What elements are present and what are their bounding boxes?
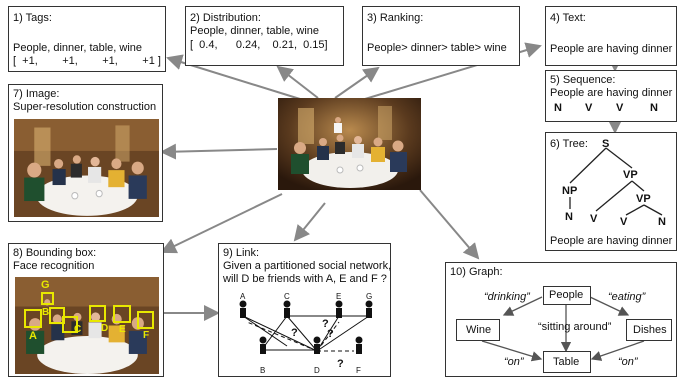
- tree-node-n: N: [565, 211, 573, 223]
- arrow-to-image: [160, 143, 278, 160]
- graph-edge-label-eating: “eating”: [608, 291, 646, 303]
- image-title: 7) Image:: [13, 88, 60, 100]
- text-title: 4) Text:: [550, 12, 586, 24]
- panel-sequence: 5) Sequence: People are having dinner N …: [545, 70, 677, 122]
- panel-tags: 1) Tags: People, dinner, table, wine [ +…: [8, 6, 166, 72]
- bbox-title: 8) Bounding box:: [13, 247, 97, 259]
- link-question-mark: ?: [322, 318, 329, 330]
- graph-edges: [481, 296, 645, 362]
- link-node-label: C: [284, 292, 290, 301]
- ranking-line1: People> dinner> table> wine: [367, 42, 507, 54]
- sequence-tag: N: [650, 102, 658, 114]
- arrow-to-bbox: [160, 193, 283, 254]
- graph-node-dishes-label: Dishes: [633, 324, 667, 336]
- tree-edges: [569, 147, 663, 216]
- bbox-label: G: [41, 279, 50, 291]
- graph-node-people-label: People: [549, 289, 584, 301]
- sequence-title: 5) Sequence:: [550, 74, 616, 86]
- graph-edge-label-on: “on”: [504, 356, 524, 368]
- panel-tree: 6) Tree: S VP NP VP N V V N People are h…: [545, 132, 677, 251]
- panel-link: 9) Link: Given a partitioned social netw…: [218, 243, 391, 377]
- text-line1: People are having dinner: [550, 43, 673, 55]
- panel-bounding-box: 8) Bounding box: Face recognition: [8, 243, 164, 377]
- central-photo: [278, 98, 421, 190]
- distribution-line1: People, dinner, table, wine: [190, 25, 320, 37]
- link-node-label: G: [366, 292, 373, 301]
- tags-title: 1) Tags:: [13, 12, 52, 24]
- panel-graph: 10) Graph: People Wine Dishes Table “dri…: [445, 262, 677, 377]
- graph-edge-label-drinking: “drinking”: [484, 291, 530, 303]
- person-icons: [239, 300, 373, 354]
- link-title: 9) Link:: [223, 247, 260, 259]
- tree-title: 6) Tree:: [550, 138, 588, 150]
- tags-line1: People, dinner, table, wine: [13, 42, 143, 54]
- sequence-line1: People are having dinner: [550, 87, 673, 99]
- tags-line2: [ +1, +1, +1, +1 ]: [13, 55, 161, 67]
- face-photo: G B C D E F A: [15, 277, 159, 374]
- graph-edge-label-sitting: “sitting around”: [538, 321, 612, 333]
- social-network: [239, 300, 373, 354]
- tree-node-v: V: [620, 216, 628, 228]
- sequence-tag: N: [554, 102, 562, 114]
- arrow-to-graph: [419, 189, 480, 260]
- link-question-mark: ?: [327, 328, 334, 340]
- bbox-label: E: [119, 324, 126, 335]
- bbox-subtitle: Face recognition: [13, 260, 95, 272]
- arrow-to-distribution: [276, 65, 319, 99]
- link-line2: will D be friends with A, E and F ?: [223, 273, 387, 285]
- link-node-label: D: [314, 366, 320, 375]
- tree-node-v: V: [590, 213, 598, 225]
- graph-title: 10) Graph:: [450, 266, 503, 278]
- panel-distribution: 2) Distribution: People, dinner, table, …: [185, 6, 344, 66]
- panel-text: 4) Text: People are having dinner: [545, 6, 677, 66]
- graph-edge-label-on: “on”: [618, 356, 638, 368]
- graph-node-table-label: Table: [553, 356, 580, 368]
- panel-ranking: 3) Ranking: People> dinner> table> wine: [362, 6, 520, 66]
- graph-node-table: Table: [543, 351, 591, 373]
- ranking-title: 3) Ranking:: [367, 12, 424, 24]
- tree-node-n: N: [658, 216, 666, 228]
- bbox-label: A: [29, 330, 37, 342]
- image-subtitle: Super-resolution construction: [13, 101, 157, 113]
- bbox-label: C: [74, 324, 82, 335]
- bbox-label: B: [42, 307, 50, 318]
- face-boxes: [24, 292, 154, 333]
- tree-node-vp: VP: [623, 169, 638, 181]
- link-line1: Given a partitioned social network,: [223, 260, 392, 272]
- graph-node-wine-label: Wine: [466, 324, 492, 336]
- sequence-tag: V: [616, 102, 624, 114]
- bbox-label: F: [143, 330, 150, 341]
- tree-node-s: S: [602, 138, 610, 150]
- link-node-label: F: [356, 366, 361, 375]
- arrow-to-ranking: [334, 66, 380, 99]
- link-node-label: E: [336, 292, 342, 301]
- sequence-tag: V: [585, 102, 593, 114]
- link-node-label: B: [260, 366, 266, 375]
- distribution-line2: [ 0.4, 0.24, 0.21, 0.15]: [190, 39, 328, 51]
- bbox-label: D: [101, 323, 109, 334]
- link-question-mark: ?: [337, 358, 344, 370]
- dinner-photo: [14, 119, 159, 217]
- distribution-title: 2) Distribution:: [190, 12, 261, 24]
- tree-node-np: NP: [562, 185, 578, 197]
- link-question-mark: ?: [291, 327, 298, 339]
- tree-node-vp: VP: [636, 193, 651, 205]
- tree-caption: People are having dinner: [550, 235, 673, 247]
- graph-node-wine: Wine: [456, 319, 500, 341]
- panel-image: 7) Image: Super-resolution construction: [8, 84, 163, 222]
- arrow-to-link: [293, 202, 326, 242]
- graph-node-dishes: Dishes: [626, 319, 672, 341]
- link-node-label: A: [240, 292, 246, 301]
- graph-node-people: People: [543, 286, 591, 305]
